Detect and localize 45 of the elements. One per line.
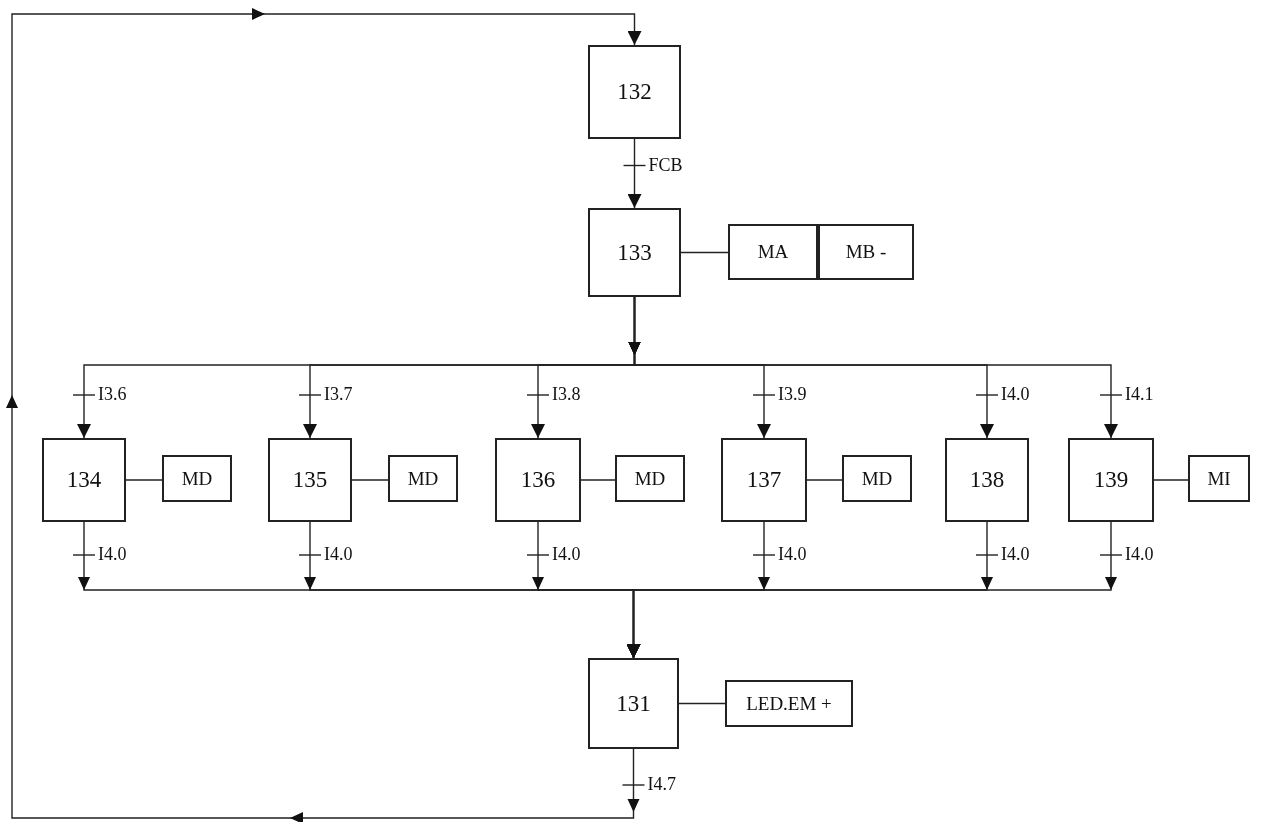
step-box <box>945 438 1029 522</box>
action-box <box>818 224 914 280</box>
step-label: 135 <box>292 467 328 493</box>
action-box <box>615 455 685 502</box>
step-box <box>495 438 581 522</box>
connector-line <box>125 479 163 481</box>
action-box <box>725 680 853 727</box>
connector-line <box>1153 479 1189 481</box>
step-label: 132 <box>617 79 652 105</box>
connector-line <box>806 479 843 481</box>
step-box <box>721 438 807 522</box>
step-label: 131 <box>616 690 651 717</box>
step-label: 139 <box>1093 467 1129 493</box>
step-label: 137 <box>746 467 782 493</box>
step-label: MD <box>407 467 439 490</box>
action-box <box>162 455 232 502</box>
step-label: MD <box>861 467 893 490</box>
arrow <box>628 296 1123 439</box>
action-box <box>842 455 912 502</box>
step-label: MB - <box>845 241 887 263</box>
step-label: LED.EM + <box>746 692 832 715</box>
step-box <box>42 438 126 522</box>
step-label: MA <box>757 241 789 263</box>
step-label: MI <box>1207 467 1231 490</box>
step-box <box>1068 438 1154 522</box>
step-box <box>588 208 681 297</box>
step-box <box>588 45 681 139</box>
action-box <box>388 455 458 502</box>
arrow <box>622 138 647 209</box>
connector-line <box>680 251 729 254</box>
action-box <box>1188 455 1250 502</box>
step-label: 133 <box>617 239 652 266</box>
action-box <box>728 224 818 280</box>
arrow <box>6 8 646 822</box>
step-label: MD <box>181 467 213 490</box>
connector-line <box>580 479 616 481</box>
connector-line <box>678 702 726 705</box>
arrow <box>626 521 1123 659</box>
step-label: 136 <box>520 467 556 493</box>
step-label: MD <box>634 467 666 490</box>
step-box <box>268 438 352 522</box>
step-label: 134 <box>66 467 102 493</box>
connector-line <box>351 479 389 481</box>
step-box <box>588 658 679 749</box>
step-label: 138 <box>969 467 1005 493</box>
